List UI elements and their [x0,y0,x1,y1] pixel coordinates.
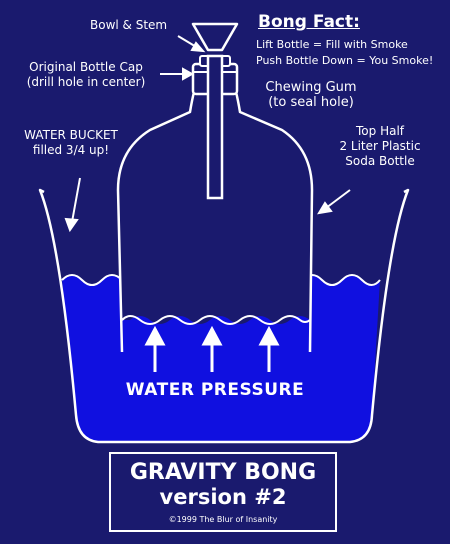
arrow-bowl-stem-head [190,41,206,53]
bong-fact-title: Bong Fact: [258,12,360,32]
water-pressure-label: WATER PRESSURE [125,380,305,400]
copyright: ©1999 The Blur of Insanity [168,515,278,524]
label-chewing-gum-line-1: Chewing Gum [265,80,357,95]
arrow-water-bucket-head [64,217,79,233]
bottle-outline [116,91,314,353]
label-top-half-line-3: Soda Bottle [345,154,415,168]
label-chewing-gum-line-2: (to seal hole) [268,95,354,110]
bucket-water [62,275,380,442]
bottle-air [118,92,312,324]
label-water-bucket-line-1: WATER BUCKET [24,128,118,142]
label-water-bucket-line-2: filled 3/4 up! [32,143,110,157]
title-box: GRAVITY BONG version #2 ©1999 The Blur o… [109,452,337,532]
arrow-water-bucket [71,177,81,223]
label-chewing-gum: Chewing Gum (to seal hole) [256,80,366,110]
bucket-outline [38,188,410,444]
pressure-arrow-left-head [144,325,166,346]
label-bowl-stem: Bowl & Stem [90,18,168,32]
arrow-top-half [325,189,351,209]
arrow-bottle-cap-head [182,67,195,81]
label-bottle-cap-line-2: (drill hole in center) [26,75,146,89]
bong-fact-line-2: Push Bottle Down = You Smoke! [256,54,434,67]
bowl [191,22,239,52]
subtitle: version #2 [159,485,287,509]
label-top-half: Top Half 2 Liter Plastic Soda Bottle [320,124,440,169]
label-water-bucket: WATER BUCKET filled 3/4 up! [4,128,138,158]
bong-fact-line-1: Lift Bottle = Fill with Smoke [256,38,408,51]
label-bottle-cap-line-1: Original Bottle Cap [29,60,143,74]
bottle-water-surface [121,315,311,325]
stem [206,54,224,200]
title: GRAVITY BONG [129,460,317,485]
arrow-top-half-head [317,201,333,215]
label-top-half-line-2: 2 Liter Plastic [339,139,421,153]
pressure-arrow-right-head [258,325,280,346]
label-bottle-cap: Original Bottle Cap (drill hole in cente… [12,60,160,90]
pressure-arrow-center-head [201,325,223,346]
label-top-half-line-1: Top Half [356,124,404,138]
